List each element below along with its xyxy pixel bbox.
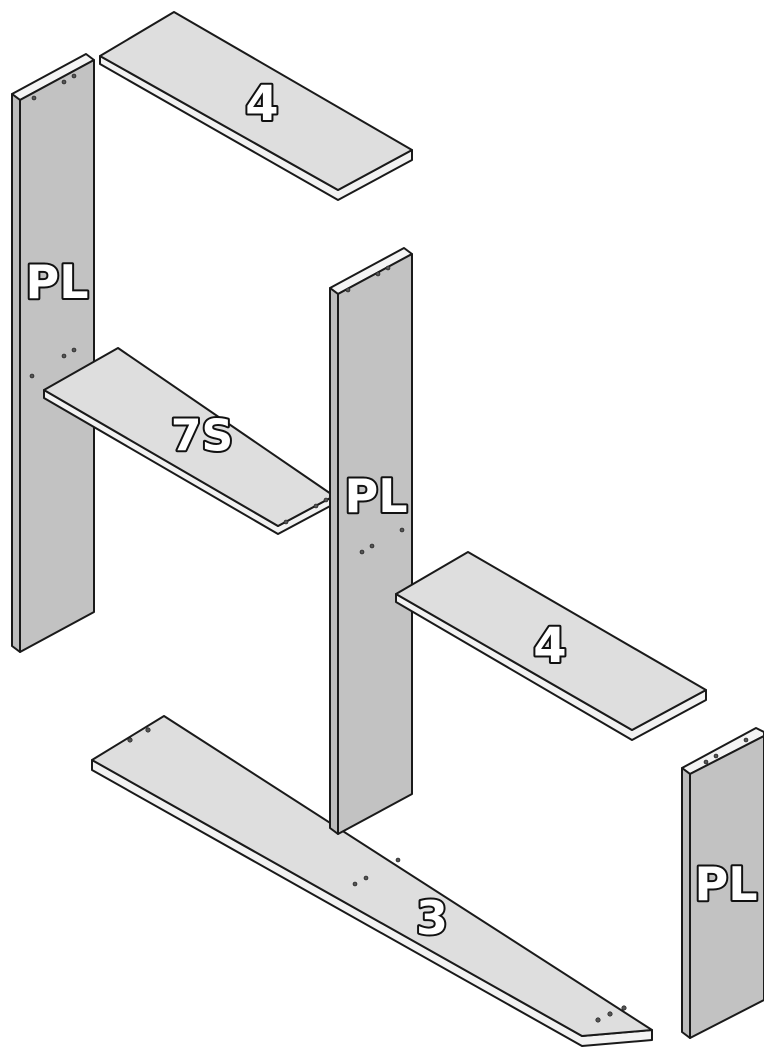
dowel-hole	[713, 753, 719, 759]
dowel-hole	[703, 759, 709, 765]
far-right-side-panel: PL	[681, 727, 764, 1039]
part-label-pl-center: PL	[344, 469, 407, 523]
dowel-hole	[29, 373, 35, 379]
dowel-hole	[359, 549, 365, 555]
far-right-panel-face	[689, 735, 764, 1039]
part-label-4-right: 4	[533, 618, 566, 674]
part-label-pl-far-right: PL	[694, 857, 757, 911]
dowel-hole	[345, 287, 351, 293]
part-label-4-top: 4	[245, 76, 278, 132]
dowel-hole	[595, 1017, 601, 1023]
dowel-hole	[61, 79, 67, 85]
dowel-hole	[369, 543, 375, 549]
dowel-hole	[283, 519, 289, 525]
dowel-hole	[71, 73, 77, 79]
left-panel-front	[11, 93, 21, 653]
dowel-hole	[743, 737, 749, 743]
dowel-hole	[323, 497, 329, 503]
left-panel-face	[19, 59, 95, 653]
dowel-hole	[395, 857, 401, 863]
center-side-panel: PL	[329, 247, 413, 835]
part-label-7s: 7S	[171, 411, 233, 462]
dowel-hole	[145, 727, 151, 733]
dowel-hole	[71, 347, 77, 353]
dowel-hole	[621, 1005, 627, 1011]
dowel-hole	[385, 265, 391, 271]
dowel-hole	[127, 737, 133, 743]
bottom-base-board: 3	[91, 715, 653, 1047]
middle-shelf-7s: 7S	[43, 347, 335, 535]
part-label-3: 3	[416, 891, 448, 945]
dowel-hole	[399, 527, 405, 533]
left-side-panel: PL	[11, 53, 95, 653]
dowel-hole	[363, 875, 369, 881]
top-shelf-board: 4	[99, 11, 413, 201]
bottom-base-top	[91, 715, 653, 1037]
dowel-hole	[352, 881, 358, 887]
part-label-pl-left: PL	[25, 255, 88, 309]
right-shelf-board: 4	[395, 551, 707, 741]
center-panel-front	[329, 287, 339, 835]
dowel-hole	[313, 503, 319, 509]
dowel-hole	[31, 95, 37, 101]
center-panel-face	[337, 253, 413, 835]
top-shelf-top	[99, 11, 413, 191]
far-right-panel-front	[681, 767, 691, 1039]
dowel-hole	[375, 271, 381, 277]
dowel-hole	[61, 353, 67, 359]
dowel-hole	[607, 1011, 613, 1017]
right-shelf-top	[395, 551, 707, 731]
